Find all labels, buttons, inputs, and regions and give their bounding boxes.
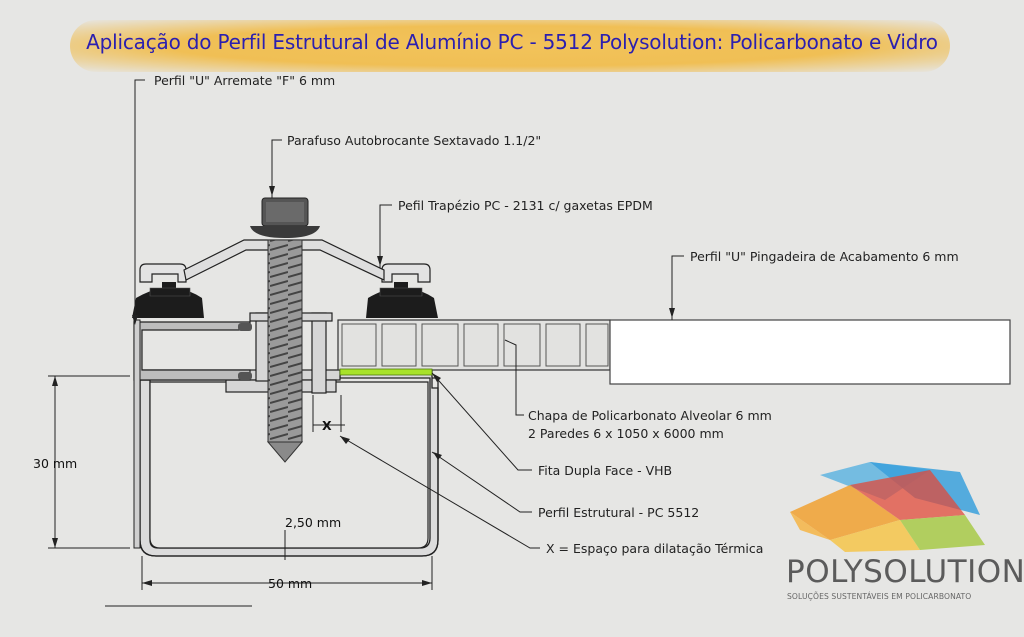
screw <box>250 197 320 463</box>
dim-height: 30 mm <box>33 456 78 471</box>
label-espaco: X = Espaço para dilatação Térmica <box>546 541 764 556</box>
label-pingadeira: Perfil "U" Pingadeira de Acabamento 6 mm <box>690 249 959 264</box>
leader-lines <box>134 79 684 549</box>
dim-gap: X <box>322 418 332 433</box>
trapezio-profile <box>139 239 431 283</box>
epdm-gaskets <box>132 282 438 318</box>
page-title: Aplicação do Perfil Estrutural de Alumín… <box>86 30 938 54</box>
label-fita: Fita Dupla Face - VHB <box>538 463 673 478</box>
dim-wall: 2,50 mm <box>285 515 342 530</box>
label-parafuso: Parafuso Autobrocante Sextavado 1.1/2" <box>287 133 542 148</box>
logo-tagline: SOLUÇÕES SUSTENTÁVEIS EM POLICARBONATO <box>787 592 972 601</box>
logo-name: POLYSOLUTION <box>786 554 1024 590</box>
vhb-tape <box>339 368 433 376</box>
label-arremate: Perfil "U" Arremate "F" 6 mm <box>154 73 336 88</box>
label-chapa-line2: 2 Paredes 6 x 1050 x 6000 mm <box>528 426 724 441</box>
polysolution-logo-mark <box>790 462 985 552</box>
label-trapezio: Pefil Trapézio PC - 2131 c/ gaxetas EPDM <box>398 198 653 213</box>
polycarbonate-sheet <box>337 319 611 371</box>
label-estrutural: Perfil Estrutural - PC 5512 <box>538 505 700 520</box>
pingadeira-profile <box>609 319 1011 385</box>
arremate-profile <box>133 319 252 549</box>
title-glow <box>70 20 950 72</box>
label-chapa-line1: Chapa de Policarbonato Alveolar 6 mm <box>528 408 772 423</box>
dim-width: 50 mm <box>268 576 313 591</box>
dimension-lines <box>48 375 433 590</box>
